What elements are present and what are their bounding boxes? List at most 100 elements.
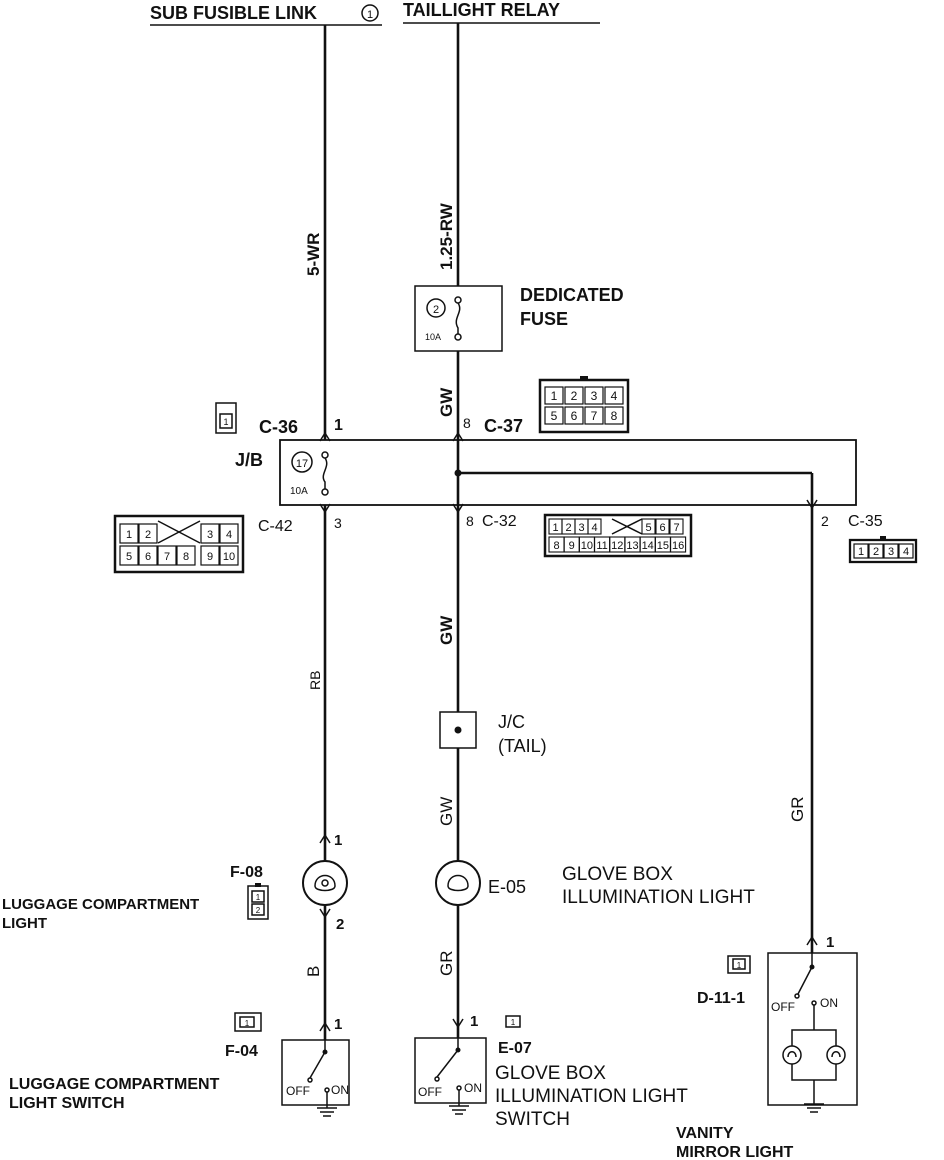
c37-cell: 4 bbox=[611, 389, 618, 403]
c32-cell: 8 bbox=[553, 540, 559, 552]
glove-box-switch-pin: 1 bbox=[470, 1013, 478, 1030]
connector-c42: C-42 3 1 2 3 4 5 6 7 8 9 10 bbox=[113, 514, 342, 574]
c42-cell: 9 bbox=[207, 551, 213, 563]
jb-fuse-rating: 10A bbox=[290, 486, 308, 497]
c35-label: C-35 bbox=[848, 513, 883, 530]
wire-label-gw-top: GW bbox=[437, 387, 456, 417]
sub-fusible-link-source: SUB FUSIBLE LINK 1 bbox=[150, 3, 382, 26]
vanity-connector: D-11-1 bbox=[697, 990, 745, 1007]
c32-cell: 4 bbox=[591, 522, 597, 534]
c42-cell: 2 bbox=[145, 529, 151, 541]
d111-cell: 1 bbox=[737, 961, 742, 970]
f08-cell: 2 bbox=[256, 906, 261, 915]
luggage-switch-label-1: LUGGAGE COMPARTMENT bbox=[9, 1076, 220, 1093]
c32-cell: 14 bbox=[642, 540, 654, 552]
c32-cell: 9 bbox=[569, 540, 575, 552]
c35-pin: 2 bbox=[821, 513, 829, 529]
luggage-switch-on: ON bbox=[331, 1083, 349, 1097]
vanity-label-2: MIRROR LIGHT bbox=[676, 1144, 794, 1160]
c32-cell: 11 bbox=[596, 540, 607, 552]
c36-label: C-36 bbox=[259, 417, 298, 437]
luggage-compartment-light: 1 2 F-08 1 2 LUGGAGE COMPARTMENT LIGHT bbox=[2, 832, 348, 933]
glove-box-illumination-light-switch: 1 1 E-07 OFF ON GLOVE BOX ILLUMINATION L… bbox=[414, 1013, 688, 1130]
c36-pin: 1 bbox=[334, 417, 343, 434]
vanity-off: OFF bbox=[771, 1000, 795, 1014]
wire-label-gw-low: GW bbox=[437, 797, 456, 826]
c37-pin: 8 bbox=[463, 415, 471, 431]
luggage-light-label-2: LIGHT bbox=[2, 915, 47, 932]
wire-label-rb: RB bbox=[307, 671, 323, 690]
c32-cell: 1 bbox=[552, 522, 558, 534]
connector-c36: 1 C-36 1 bbox=[215, 402, 343, 437]
c32-cell: 6 bbox=[659, 522, 665, 534]
wire-label-gw-mid: GW bbox=[437, 615, 456, 645]
dedicated-fuse: 2 10A DEDICATED FUSE bbox=[414, 285, 624, 352]
c37-cell: 3 bbox=[591, 389, 598, 403]
c42-pin: 3 bbox=[334, 515, 342, 531]
c37-label: C-37 bbox=[484, 416, 523, 436]
luggage-light-pin-bottom: 2 bbox=[336, 916, 344, 933]
glove-box-light-label-2: ILLUMINATION LIGHT bbox=[562, 887, 755, 908]
glove-box-switch-label-2: ILLUMINATION LIGHT bbox=[495, 1086, 688, 1107]
c35-cell: 3 bbox=[888, 546, 894, 558]
wire-label-gr-low: GR bbox=[437, 951, 456, 977]
vanity-on: ON bbox=[820, 996, 838, 1010]
c32-label: C-32 bbox=[482, 513, 517, 530]
f04-cell: 1 bbox=[245, 1019, 250, 1028]
c32-cell: 12 bbox=[611, 540, 623, 552]
c42-cell: 1 bbox=[126, 529, 132, 541]
wire-label-gr-right: GR bbox=[788, 797, 807, 823]
luggage-light-pin-top: 1 bbox=[334, 832, 342, 849]
joint-connector-tail: J/C (TAIL) bbox=[439, 711, 547, 756]
dedicated-fuse-label-2: FUSE bbox=[520, 309, 568, 329]
c36-cell: 1 bbox=[223, 417, 228, 427]
c37-cell: 5 bbox=[551, 409, 558, 423]
c32-cell: 16 bbox=[672, 540, 684, 552]
c32-cell: 2 bbox=[565, 522, 571, 534]
c37-cell: 7 bbox=[591, 409, 598, 423]
c42-cell: 8 bbox=[183, 551, 189, 563]
jb-fuse-number: 17 bbox=[296, 458, 308, 470]
sub-fusible-link-number: 1 bbox=[367, 9, 373, 21]
dedicated-fuse-number: 2 bbox=[433, 304, 439, 316]
c37-cell: 2 bbox=[571, 389, 578, 403]
luggage-compartment-light-switch: 1 1 F-04 OFF ON LUGGAGE COMPARTMENT LIGH… bbox=[9, 1012, 350, 1117]
glove-box-switch-connector: E-07 bbox=[498, 1040, 532, 1057]
jb-label: J/B bbox=[235, 450, 263, 470]
jc-label-1: J/C bbox=[498, 712, 525, 732]
glove-box-light-label-1: GLOVE BOX bbox=[562, 864, 673, 885]
connector-arrows bbox=[319, 431, 818, 1032]
c37-cell: 8 bbox=[611, 409, 618, 423]
taillight-relay-source: TAILLIGHT RELAY bbox=[403, 0, 600, 24]
c42-cell: 5 bbox=[126, 551, 132, 563]
c32-pin: 8 bbox=[466, 513, 474, 529]
c42-cell: 4 bbox=[226, 529, 232, 541]
glove-box-light-connector: E-05 bbox=[488, 877, 526, 897]
c42-cell: 10 bbox=[223, 551, 235, 563]
glove-box-switch-label-1: GLOVE BOX bbox=[495, 1063, 606, 1084]
f08-cell: 1 bbox=[256, 893, 261, 902]
sub-fusible-link-label: SUB FUSIBLE LINK bbox=[150, 3, 317, 23]
c32-cell: 15 bbox=[657, 540, 669, 552]
junction-block: J/B 17 10A bbox=[235, 439, 857, 506]
c35-cell: 2 bbox=[873, 546, 879, 558]
wire-label-b: B bbox=[304, 966, 323, 977]
vanity-pin: 1 bbox=[826, 934, 834, 951]
luggage-switch-pin: 1 bbox=[334, 1016, 342, 1033]
glove-box-switch-on: ON bbox=[464, 1081, 482, 1095]
c42-cell: 6 bbox=[145, 551, 151, 563]
luggage-switch-off: OFF bbox=[286, 1084, 310, 1098]
vanity-mirror-light: 1 1 D-11-1 OFF ON VANITY MIRROR LIGHT bbox=[676, 934, 858, 1160]
c32-cell: 13 bbox=[626, 540, 638, 552]
e07-cell: 1 bbox=[511, 1018, 516, 1027]
c32-cell: 5 bbox=[645, 522, 651, 534]
c42-cell: 3 bbox=[207, 529, 213, 541]
wire-label-125rw: 1.25-RW bbox=[437, 202, 456, 270]
connector-c37: 8 C-37 1 2 3 4 5 6 7 8 bbox=[463, 376, 630, 436]
luggage-switch-label-2: LIGHT SWITCH bbox=[9, 1095, 125, 1112]
c32-cell: 7 bbox=[673, 522, 679, 534]
luggage-light-connector: F-08 bbox=[230, 864, 263, 881]
